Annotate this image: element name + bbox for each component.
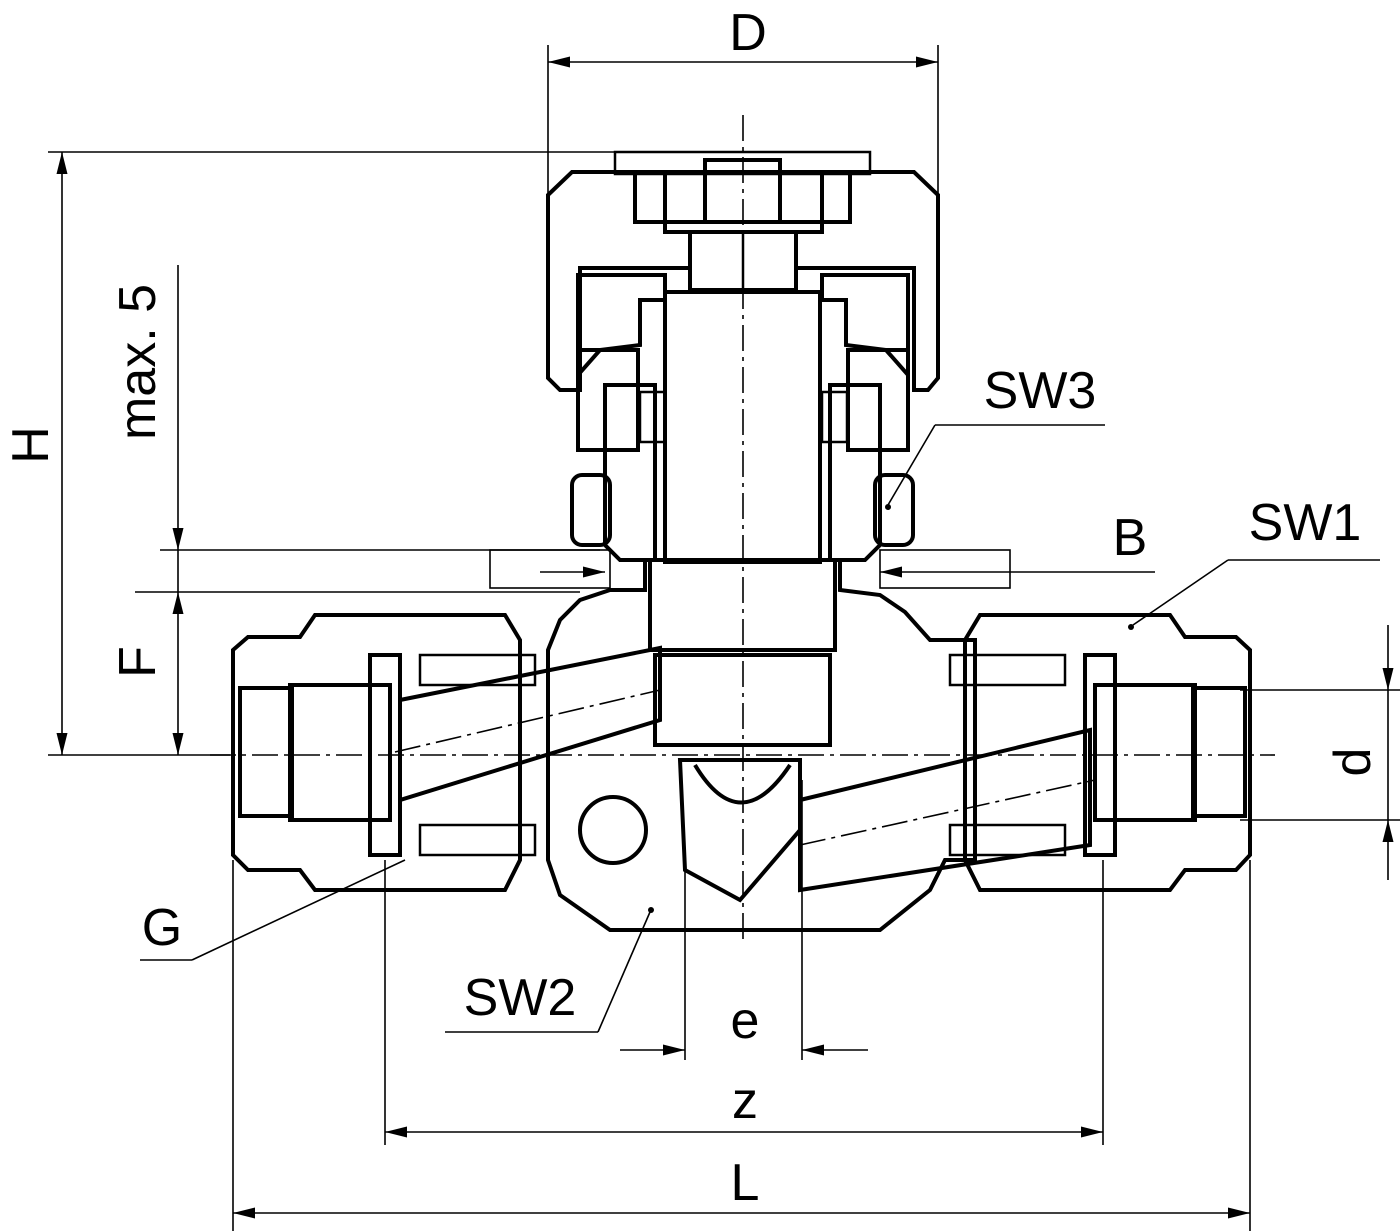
dimension-L: L <box>232 860 1251 1231</box>
dimension-d: d <box>1240 625 1400 880</box>
centre-lines <box>210 115 1275 945</box>
label-SW2: SW2 <box>464 969 577 1027</box>
label-e: e <box>731 992 760 1050</box>
leader-SW1: SW1 <box>1128 494 1380 630</box>
handwheel <box>546 150 940 392</box>
leader-SW3: SW3 <box>885 362 1105 510</box>
label-SW3: SW3 <box>984 362 1097 420</box>
left-union-nut <box>231 613 537 892</box>
dimension-D: D <box>547 4 939 200</box>
label-max5: max. 5 <box>109 284 167 440</box>
leader-G: G <box>140 859 406 961</box>
dimension-e: e <box>620 780 868 1060</box>
leader-SW2: SW2 <box>445 907 654 1033</box>
label-G: G <box>142 899 182 957</box>
flow-channels <box>394 645 1096 893</box>
valve-body <box>546 558 977 932</box>
label-L: L <box>731 1154 760 1212</box>
label-d: d <box>1324 748 1382 777</box>
gland-nut <box>570 273 915 562</box>
label-F: F <box>109 646 167 678</box>
dimension-z: z <box>384 860 1104 1145</box>
label-H: H <box>2 426 60 464</box>
panel-plate <box>489 549 1011 589</box>
dimension-F: F <box>109 550 580 755</box>
dimension-H: H <box>2 151 640 756</box>
label-D: D <box>729 4 767 62</box>
drill-hole <box>578 795 648 865</box>
dimension-max5: max. 5 <box>109 265 600 551</box>
label-B: B <box>1113 509 1148 567</box>
label-z: z <box>732 1072 758 1130</box>
label-SW1: SW1 <box>1249 494 1362 552</box>
dimension-B: B <box>540 509 1155 578</box>
